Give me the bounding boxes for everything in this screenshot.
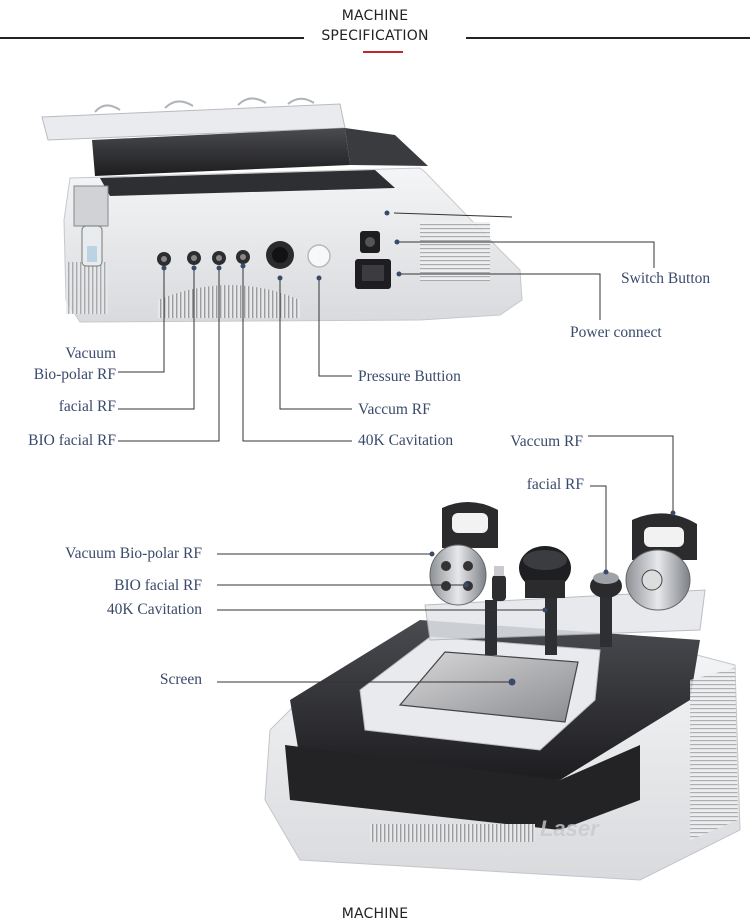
front-view-leader-dots (429, 510, 676, 686)
label-vacuum: Vacuum (65, 345, 116, 362)
footer-title-line1: MACHINE (341, 906, 409, 922)
label-front-vaccum-rf: Vaccum RF (510, 433, 583, 450)
label-vacuum-biopolar-rf: Bio-polar RF (33, 366, 116, 383)
header-accent-bar (363, 51, 403, 53)
front-view-leader-lines (217, 435, 674, 683)
label-vaccum-rf: Vaccum RF (358, 401, 431, 418)
label-switch-button: Switch Button (621, 270, 711, 287)
label-front-screen: Screen (159, 671, 202, 688)
label-40k-cavitation: 40K Cavitation (358, 432, 454, 449)
label-pressure-button: Pressure Buttion (358, 368, 461, 385)
header-title-line1: MACHINE (341, 8, 409, 24)
label-front-facial-rf: facial RF (526, 476, 584, 493)
header-rule-left (0, 37, 304, 39)
label-front-40k-cavitation: 40K Cavitation (106, 601, 202, 618)
label-front-vacuum-biopolar-rf: Vacuum Bio-polar RF (65, 545, 202, 562)
label-power-connect: Power connect (570, 324, 662, 341)
side-view-device (41, 97, 523, 323)
label-bio-facial-rf: BIO facial RF (28, 432, 116, 449)
front-view-device: Laser (264, 501, 741, 881)
header-title-line2: SPECIFICATION (321, 28, 429, 44)
front-view-watermark: Laser (540, 816, 600, 841)
label-facial-rf: facial RF (58, 398, 116, 415)
header-rule-right (466, 37, 750, 39)
side-view-leader-lines (118, 212, 655, 442)
side-view-leader-dots (161, 210, 402, 281)
label-front-bio-facial-rf: BIO facial RF (114, 577, 202, 594)
